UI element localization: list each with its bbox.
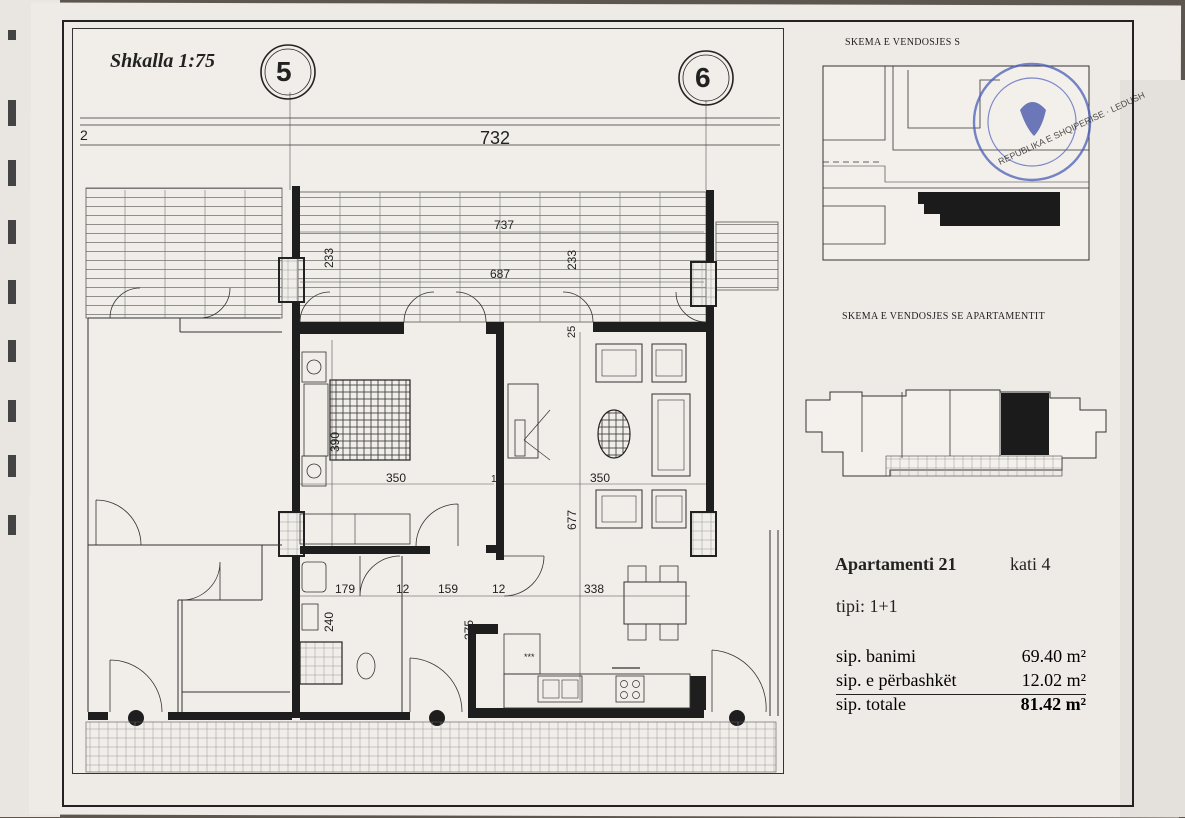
floor-plan-panel — [72, 28, 784, 774]
dim-wall-a: 12 — [396, 582, 410, 596]
site-scheme-title: SKEMA E VENDOSJES S — [845, 37, 961, 48]
dim-wall-mid: 12 — [491, 474, 503, 485]
dim-living-depth: 677 — [565, 510, 579, 530]
kitchen-counter — [503, 673, 691, 709]
dim-top-left: 2 — [80, 127, 88, 143]
balcony-right — [715, 221, 779, 291]
dim-bath-width: 179 — [335, 582, 355, 596]
scale-label: Shkalla 1:75 — [110, 50, 216, 72]
sofa — [651, 393, 691, 477]
dim-wall-b: 12 — [492, 582, 506, 596]
area-value: 12.02 m² — [1021, 670, 1086, 690]
apartment-floor: kati 4 — [1010, 554, 1051, 574]
axis-5-circle — [260, 44, 316, 100]
binder-mark — [8, 160, 16, 186]
area-row-living: sip. banimi 69.40 m² — [836, 646, 1086, 670]
dim-bedroom-depth: 390 — [328, 432, 342, 452]
dim-kitchen-depth: 275 — [462, 620, 476, 640]
tv-unit — [507, 383, 539, 459]
armchair — [595, 343, 643, 383]
binder-mark — [8, 30, 16, 40]
official-stamp — [972, 62, 1092, 182]
balcony-left — [85, 187, 283, 319]
apartment-location-scheme — [805, 389, 1107, 477]
stove — [615, 675, 645, 703]
axis-label-5: 5 — [276, 56, 292, 87]
kitchen-sink — [537, 675, 583, 703]
dim-balcony-depth-right: 233 — [565, 250, 579, 270]
axis-label-6: 6 — [695, 62, 711, 93]
column — [690, 511, 717, 557]
apartment-name: Apartamenti 21 — [835, 554, 957, 574]
column — [278, 257, 305, 303]
binder-mark — [8, 100, 16, 126]
coffee-table — [597, 409, 631, 459]
dim-living-width: 350 — [590, 471, 610, 485]
area-label: sip. banimi — [836, 646, 916, 666]
area-label: sip. e përbashkët — [836, 670, 957, 690]
dim-balcony-outer: 737 — [494, 218, 514, 232]
area-row-total: sip. totale 81.42 m² — [836, 694, 1086, 718]
apartment-type: tipi: 1+1 — [836, 596, 898, 616]
area-label: sip. totale — [836, 694, 906, 714]
dim-total: 732 — [480, 128, 510, 148]
apartment-scheme-title: SKEMA E VENDOSJES SE APARTAMENTIT — [842, 311, 1045, 322]
bed — [329, 379, 411, 461]
toilet — [356, 652, 376, 680]
shower — [299, 641, 343, 685]
folded-page-corner — [1120, 80, 1185, 817]
dim-balcony-depth-left: 233 — [322, 248, 336, 268]
outer-border — [62, 20, 1134, 807]
binder-mark — [8, 400, 16, 422]
column — [690, 261, 717, 307]
binder-mark — [8, 455, 16, 477]
axis-6-circle — [678, 50, 734, 106]
dim-bath-depth: 240 — [322, 612, 336, 632]
dim-balcony-inner: 687 — [490, 267, 510, 281]
area-row-common: sip. e përbashkët 12.02 m² — [836, 670, 1086, 695]
binder-mark — [8, 220, 16, 244]
binder-mark — [8, 515, 16, 535]
area-value: 69.40 m² — [1021, 646, 1086, 666]
site-scheme: REPUBLIKA E SHQIPERISE · LEDUSH — [822, 62, 1146, 261]
area-value: 81.42 m² — [1020, 694, 1086, 714]
sink — [301, 561, 327, 593]
svg-text:***: *** — [524, 652, 535, 662]
apartment-highlight — [1001, 393, 1049, 455]
dim-hall-width: 159 — [438, 582, 458, 596]
binder-mark — [8, 340, 16, 362]
balcony-main — [297, 191, 707, 323]
dim-bedroom-width: 350 — [386, 471, 406, 485]
dim-wall-small: 25 — [566, 326, 578, 338]
dim-kitchen-width: 338 — [584, 582, 604, 596]
dining-table — [623, 581, 687, 625]
binder-mark — [8, 280, 16, 304]
